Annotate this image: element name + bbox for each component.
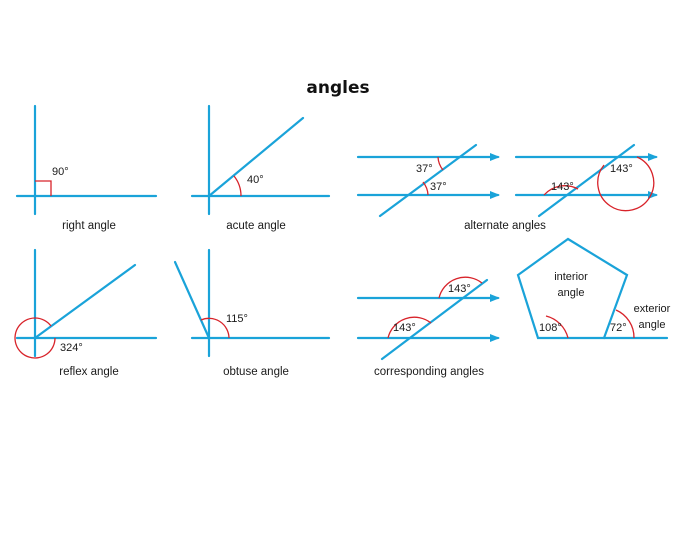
alternate-a-transversal bbox=[378, 143, 478, 218]
corresponding-upper-arc bbox=[438, 276, 483, 299]
reflex-angle-figure: 324° reflex angle bbox=[14, 248, 158, 378]
right-angle-square-marker bbox=[35, 180, 52, 196]
pentagon-interior-value: 108° bbox=[539, 322, 562, 334]
corresponding-angles-caption: corresponding angles bbox=[374, 366, 484, 378]
pentagon-interior-label-line1: interior bbox=[554, 271, 588, 283]
right-angle-caption: right angle bbox=[62, 220, 116, 232]
pentagon-exterior-arc bbox=[615, 309, 635, 339]
pentagon-exterior-value: 72° bbox=[610, 322, 627, 334]
acute-angle-caption: acute angle bbox=[226, 220, 285, 232]
pentagon-shape bbox=[516, 237, 629, 340]
alternate-b-lower-value: 143° bbox=[551, 181, 574, 193]
corresponding-lower-arc bbox=[387, 316, 432, 339]
reflex-angle-arc bbox=[14, 317, 56, 359]
corresponding-upper-value: 143° bbox=[448, 283, 471, 295]
alternate-b-transversal bbox=[537, 143, 636, 218]
acute-angle-value: 40° bbox=[247, 174, 264, 186]
obtuse-angle-value: 115° bbox=[226, 313, 248, 325]
pentagon-figure: interior angle exterior angle 108° 72° bbox=[516, 237, 671, 340]
alternate-angles-caption: alternate angles bbox=[464, 220, 546, 232]
alternate-b-lower-arc bbox=[543, 185, 579, 196]
obtuse-angle-ray bbox=[173, 260, 211, 340]
alternate-angles-figure-a: 37° 37° bbox=[356, 143, 500, 218]
right-angle-value: 90° bbox=[52, 166, 69, 178]
alternate-a-upper-value: 37° bbox=[416, 163, 433, 175]
reflex-angle-value: 324° bbox=[60, 342, 83, 354]
obtuse-angle-arc bbox=[200, 317, 230, 339]
obtuse-angle-caption: obtuse angle bbox=[223, 366, 289, 378]
alternate-a-lower-arc bbox=[422, 181, 429, 196]
reflex-angle-caption: reflex angle bbox=[59, 366, 118, 378]
alternate-angles-figure-b: 143° 143° bbox=[514, 143, 658, 218]
reflex-angle-ray bbox=[33, 263, 137, 340]
acute-angle-arc bbox=[233, 175, 242, 197]
corresponding-transversal bbox=[380, 278, 489, 361]
alternate-a-lower-value: 37° bbox=[430, 181, 447, 193]
diagram-title: angles bbox=[306, 78, 369, 98]
alternate-a-upper-arc bbox=[437, 156, 444, 171]
obtuse-angle-figure: 115° obtuse angle bbox=[173, 248, 331, 378]
alternate-b-upper-value: 143° bbox=[610, 163, 633, 175]
acute-angle-figure: 40° acute angle bbox=[190, 104, 331, 232]
alternate-b-upper-arc bbox=[597, 156, 655, 212]
pentagon-interior-label-line2: angle bbox=[558, 287, 585, 299]
right-angle-figure: 90° right angle bbox=[15, 104, 158, 232]
corresponding-angles-figure: 143° 143° corresponding angles bbox=[356, 276, 500, 378]
pentagon-exterior-label-line1: exterior bbox=[634, 303, 671, 315]
acute-angle-ray bbox=[207, 116, 305, 198]
corresponding-lower-value: 143° bbox=[393, 322, 416, 334]
pentagon-exterior-label-line2: angle bbox=[639, 319, 666, 331]
pentagon-interior-arc bbox=[545, 315, 569, 339]
